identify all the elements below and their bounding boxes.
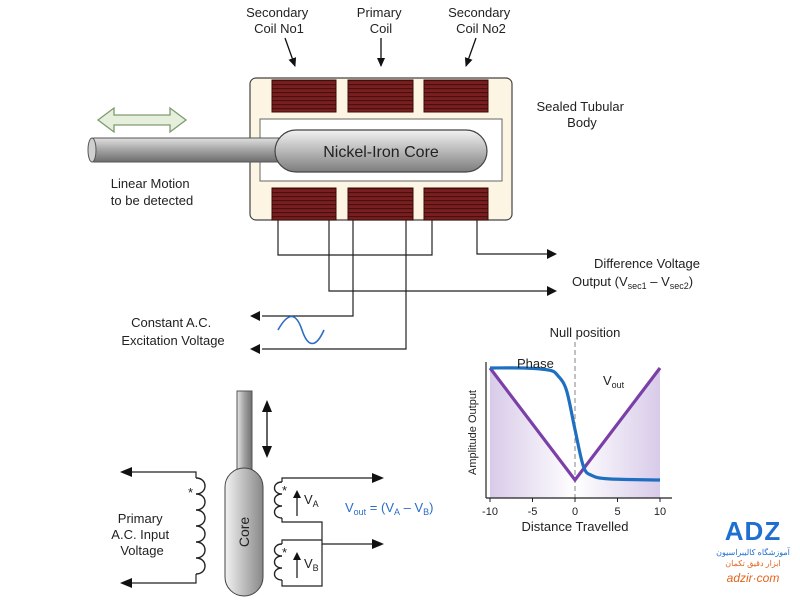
wire-arrowheads <box>250 249 557 354</box>
secondary-a-winding-icon <box>273 481 283 519</box>
core-label: Nickel-Iron Core <box>323 144 439 161</box>
legend-vout: Vout <box>603 373 625 390</box>
adz-logo: ADZ آموزشگاه کالیبراسیون ابزار دقیق تکما… <box>716 516 791 585</box>
top-secondary-coil-1 <box>271 79 337 113</box>
series-vout-line <box>488 367 662 483</box>
logo-tagline-1: آموزشگاه کالیبراسیون <box>716 547 791 557</box>
nickel-iron-core <box>274 129 488 173</box>
label-output-formula: Output (Vsec1 – Vsec2) <box>572 274 693 291</box>
chart-title-null-position: Null position <box>550 325 621 340</box>
chart-area-fill <box>490 368 660 498</box>
label-sealed-body: Sealed Tubular Body <box>536 99 627 130</box>
secondary-leads <box>281 477 372 587</box>
label-difference-voltage: Difference Voltage <box>594 256 700 271</box>
secondary-arrow-top <box>372 473 384 483</box>
arrow-down-head <box>262 446 272 458</box>
lvdt-output-chart: -10 -5 0 5 10 Null position Distance Travell… <box>467 325 672 534</box>
primary-leads <box>132 471 197 584</box>
push-rod <box>89 137 291 163</box>
ac-sine-wave-icon <box>277 315 325 345</box>
x-tick-label: 10 <box>654 506 666 518</box>
chart-x-ticks: -10 -5 0 5 10 <box>482 498 666 518</box>
label-vb: VB <box>304 556 319 573</box>
schematic-core-label: Core <box>236 517 252 548</box>
rod-end <box>87 137 97 163</box>
bottom-primary-coil <box>347 187 414 221</box>
top-secondary-coil-2 <box>423 79 489 113</box>
va-arrow-head <box>293 490 301 498</box>
coil-label-arrows <box>284 37 477 67</box>
primary-arrow-top <box>120 467 132 477</box>
logo-tagline-2: ابزار دقیق تکمان <box>725 559 780 568</box>
legend-phase: Phase <box>517 356 554 371</box>
chart-x-label: Distance Travelled <box>522 519 629 534</box>
bottom-secondary-coil-2 <box>423 187 489 221</box>
x-tick-label: 0 <box>572 506 578 518</box>
primary-winding-icon <box>195 477 206 575</box>
vb-arrow-head <box>293 552 301 560</box>
label-primary-ac-input: Primary A.C. Input Voltage <box>111 511 172 558</box>
chart-y-label: Amplitude Output <box>467 390 479 475</box>
label-primary-coil: Primary Coil <box>357 5 405 36</box>
arrow-up-head <box>262 400 272 412</box>
x-tick-label: -5 <box>528 506 538 518</box>
label-linear-motion: Linear Motion to be detected <box>111 176 193 208</box>
secondary-arrow-mid <box>372 539 384 549</box>
linear-motion-arrow-icon <box>96 106 188 134</box>
label-vout-equation: Vout = (VA – VB) <box>345 500 434 517</box>
schematic-rod <box>236 390 253 470</box>
label-excitation-voltage: Constant A.C. Excitation Voltage <box>121 315 224 348</box>
label-secondary-coil-2: Secondary Coil No2 <box>448 5 514 36</box>
top-primary-coil <box>347 79 414 113</box>
wiring <box>262 220 548 350</box>
primary-arrow-bottom <box>120 578 132 588</box>
logo-mark: ADZ <box>725 516 781 546</box>
label-va: VA <box>304 492 319 509</box>
x-tick-label: -10 <box>482 506 498 518</box>
schematic-core <box>224 467 264 597</box>
secondary-b-winding-icon <box>273 543 283 581</box>
secondary-a-star: * <box>282 483 287 498</box>
logo-url: adzir·com <box>727 571 780 585</box>
secondary-b-star: * <box>282 545 287 560</box>
label-secondary-coil-1: Secondary Coil No1 <box>246 5 312 36</box>
series-phase-line <box>489 366 661 482</box>
primary-star: * <box>188 485 193 500</box>
bottom-secondary-coil-1 <box>271 187 337 221</box>
x-tick-label: 5 <box>614 506 620 518</box>
